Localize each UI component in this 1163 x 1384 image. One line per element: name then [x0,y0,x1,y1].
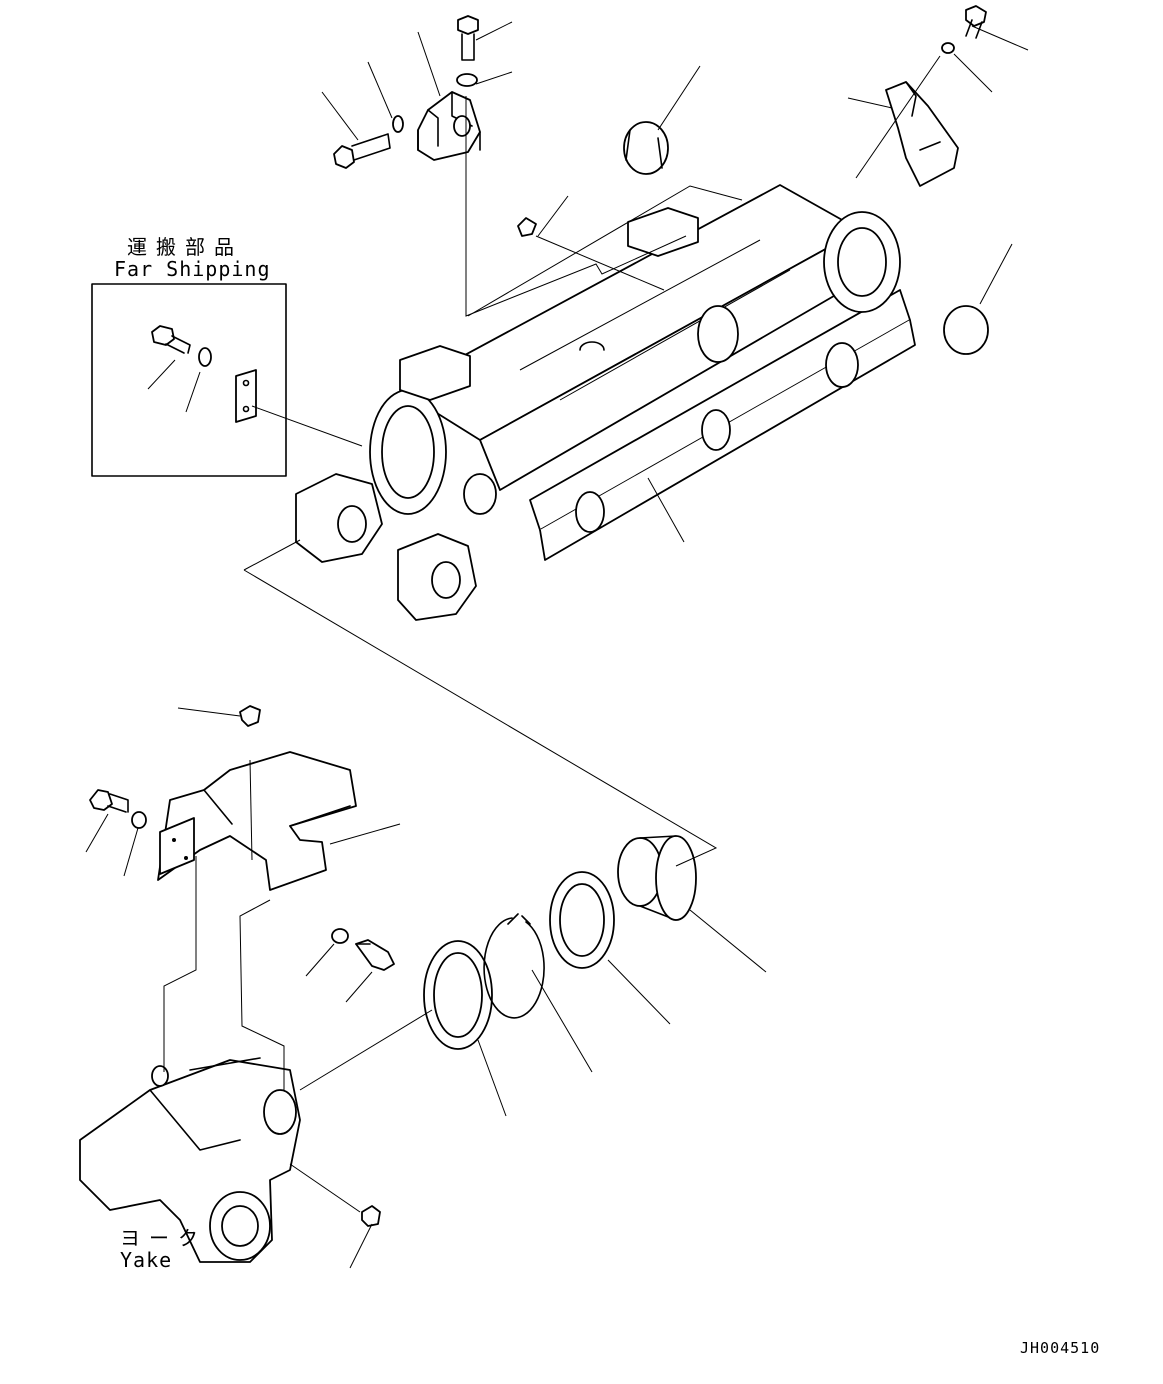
for-shipping-label-jp: 運搬部品 [127,235,243,259]
bracket-bolt-side [333,133,391,169]
right-bracket-washer [941,42,955,54]
for-shipping-label-en: Far Shipping [114,257,271,281]
collar-ring [617,835,697,921]
seal-medium [549,871,615,969]
snap-ring [483,913,545,1019]
frame-bushing-right [943,305,989,355]
shipping-washer [198,347,212,367]
drawing-code: JH004510 [1020,1339,1101,1357]
main-frame [295,184,916,621]
cover-washer-left [131,811,147,829]
frame-plug-upper [517,217,537,237]
shipping-plate [235,369,257,423]
yoke-label-en: Yake [120,1248,173,1272]
yoke [79,1057,301,1263]
frame-bushing-upper [623,121,669,175]
leader-lines [85,21,1029,1269]
shipping-bolt [151,325,191,354]
bracket-washer-side [392,115,404,133]
bracket-bolt-top [457,15,479,61]
for-shipping-inset [91,283,287,477]
right-bracket [885,81,959,187]
plug-lower [239,705,261,727]
right-bracket-bolt [965,5,987,39]
bracket-washer-top [456,73,478,87]
seal-large [423,940,493,1050]
cover [157,751,357,891]
yoke-plug [361,1205,381,1227]
cover-bolt-right [355,939,395,971]
cover-washer-right [331,928,349,944]
yoke-label-jp: ヨーク [120,1226,207,1250]
cover-bolt-left [89,789,129,813]
bracket [417,91,481,161]
